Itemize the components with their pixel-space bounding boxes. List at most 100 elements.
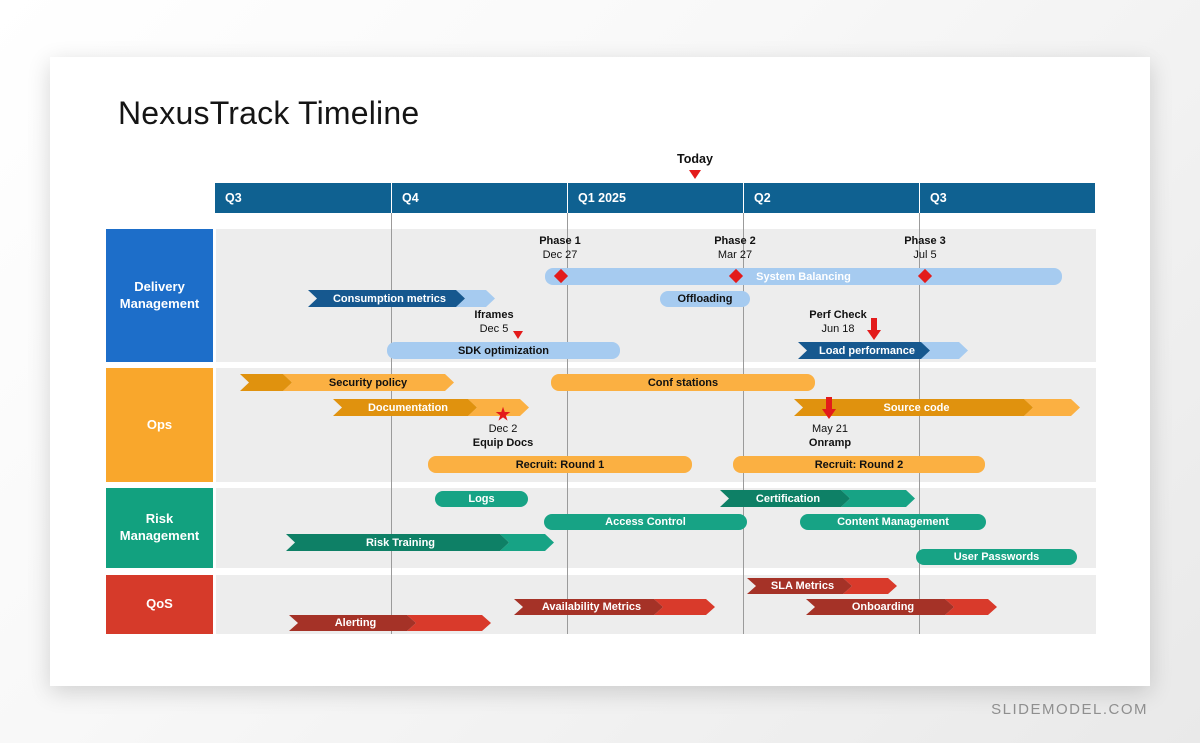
quarter-header-cell: Q1 2025 — [567, 183, 743, 213]
task-segment-light — [456, 290, 495, 307]
milestone-line: Dec 2 — [488, 423, 518, 435]
task-system-balancing: System Balancing — [545, 268, 1062, 285]
task-segment-light — [1024, 399, 1080, 416]
task-segment-dark — [333, 399, 477, 416]
task-label: Source code — [883, 401, 950, 414]
gridline-1 — [391, 213, 392, 634]
equip-docs-star-icon: ★ — [494, 404, 512, 426]
task-segment-light — [843, 578, 897, 594]
task-alerting: Alerting — [289, 615, 491, 631]
task-certification: Certification — [720, 490, 915, 507]
task-access-control: Access Control — [544, 514, 747, 530]
phase-name: Phase 2 — [714, 235, 756, 247]
task-label: Availability Metrics — [541, 601, 642, 613]
task-source-code: Source code — [794, 399, 1080, 416]
milestone-line: Jun 18 — [821, 322, 855, 335]
task-user-passwords: User Passwords — [916, 549, 1077, 565]
task-recruit-round-1: Recruit: Round 1 — [428, 456, 692, 473]
task-segment-dark — [720, 490, 850, 507]
task-segment-dark — [514, 599, 663, 615]
task-documentation: Documentation — [333, 399, 529, 416]
task-sla-metrics: SLA Metrics — [747, 578, 897, 594]
today-marker-icon — [689, 170, 701, 179]
phase-date: Jul 5 — [913, 248, 937, 261]
phase-date: Mar 27 — [717, 248, 753, 261]
task-segment-light — [468, 399, 529, 416]
quarter-header-cell: Q3 — [919, 183, 1095, 213]
task-segment-light — [407, 615, 491, 631]
task-recruit-round-2: Recruit: Round 2 — [733, 456, 985, 473]
perf-check-arrow-icon — [867, 318, 881, 340]
task-label: SLA Metrics — [770, 580, 835, 592]
task-offloading: Offloading — [660, 291, 750, 307]
task-segment-light — [841, 490, 915, 507]
arrow-shaft — [826, 397, 832, 409]
task-risk-training: Risk Training — [286, 534, 554, 551]
iframes-date-triangle-icon — [513, 331, 523, 339]
gridline-2 — [567, 213, 568, 634]
onramp-arrow-icon — [822, 397, 836, 419]
milestone-line: Dec 5 — [479, 322, 509, 335]
task-segment-dark — [308, 290, 465, 307]
task-consumption-metrics: Consumption metrics — [308, 290, 495, 307]
task-sdk-optimization: SDK optimization — [387, 342, 620, 359]
phase-name: Phase 1 — [539, 235, 581, 247]
slide-title: NexusTrack Timeline — [118, 95, 420, 131]
task-label: Load performance — [819, 344, 915, 357]
task-availability-metrics: Availability Metrics — [514, 599, 715, 615]
task-segment-light — [945, 599, 997, 615]
task-content-management: Content Management — [800, 514, 986, 530]
gridline-3 — [743, 213, 744, 634]
task-label: Security policy — [328, 376, 408, 389]
task-segment-dark — [806, 599, 954, 615]
phase-name: Phase 3 — [904, 235, 946, 247]
task-segment-dark — [794, 399, 1033, 416]
task-segment-dark — [798, 342, 930, 359]
category-delivery-management: Delivery Management — [106, 229, 213, 362]
phase-date: Dec 27 — [542, 248, 578, 261]
task-segment-light — [654, 599, 715, 615]
quarter-header-cell: Q3 — [215, 183, 391, 213]
today-label: Today — [677, 152, 713, 166]
gridline-4 — [919, 213, 920, 634]
task-label: Alerting — [334, 617, 377, 629]
task-segment-dark — [747, 578, 852, 594]
task-label: Consumption metrics — [332, 292, 447, 305]
task-logs: Logs — [435, 491, 528, 507]
category-risk-management: Risk Management — [106, 488, 213, 568]
task-segment-dark — [240, 374, 292, 391]
arrow-head — [867, 330, 881, 340]
milestone-line: Perf Check — [809, 309, 867, 321]
task-label: Documentation — [367, 401, 449, 414]
milestone-line: Equip Docs — [472, 436, 534, 449]
task-load-performance: Load performance — [798, 342, 968, 359]
arrow-head — [822, 409, 836, 419]
task-label: Certification — [755, 492, 821, 505]
task-segment-dark — [289, 615, 416, 631]
milestone-line: May 21 — [811, 423, 849, 435]
task-label: Risk Training — [365, 536, 436, 549]
milestone-line: Onramp — [808, 436, 852, 449]
watermark: SLIDEMODEL.COM — [991, 701, 1148, 718]
task-conf-stations: Conf stations — [551, 374, 815, 391]
task-label: Onboarding — [851, 601, 915, 613]
task-segment-light — [921, 342, 968, 359]
task-onboarding: Onboarding — [806, 599, 997, 615]
task-segment-light — [500, 534, 554, 551]
task-security-policy: Security policy — [240, 374, 454, 391]
quarter-header-cell: Q2 — [743, 183, 919, 213]
task-segment-dark — [286, 534, 509, 551]
milestone-line: Iframes — [474, 309, 514, 321]
category-ops: Ops — [106, 368, 213, 482]
task-segment-light — [283, 374, 454, 391]
category-qos: QoS — [106, 575, 213, 634]
